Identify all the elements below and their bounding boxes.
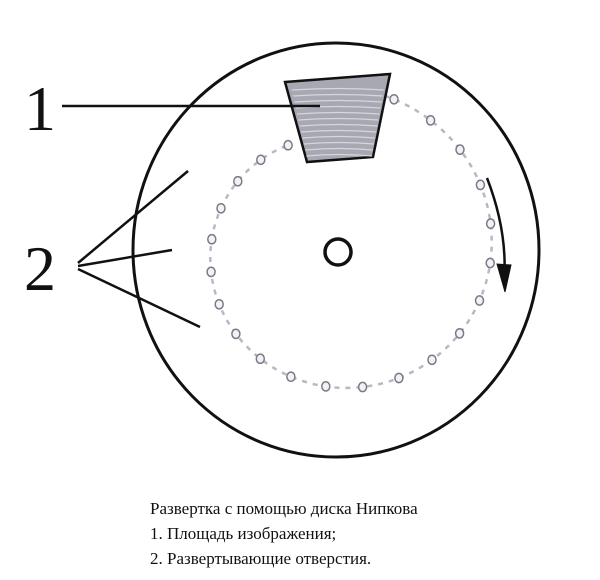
- scanning-hole: [475, 179, 486, 191]
- scanning-hole: [485, 218, 496, 229]
- scanning-hole: [321, 381, 331, 392]
- image-scanline: [306, 153, 373, 157]
- image-scanline: [293, 93, 383, 97]
- image-scanline: [302, 135, 376, 139]
- image-area-scanlines: [291, 87, 384, 157]
- image-scanline: [299, 123, 378, 127]
- rotation-arrow-icon: [485, 177, 512, 293]
- scanning-hole: [425, 115, 436, 126]
- scanning-hole: [216, 202, 226, 214]
- scanning-hole: [255, 353, 266, 365]
- scanning-hole: [206, 266, 216, 278]
- spiral-track: [209, 85, 493, 390]
- scanning-hole: [214, 298, 224, 310]
- image-scanline: [295, 105, 381, 109]
- scanning-hole: [233, 175, 243, 187]
- scanning-hole: [286, 371, 296, 383]
- scanning-hole: [394, 372, 404, 384]
- callout-label-1: 1: [24, 73, 56, 144]
- caption-title: Развертка с помощью диска Нипкова: [150, 499, 418, 518]
- image-scanline: [296, 111, 380, 115]
- scanning-hole: [389, 93, 399, 105]
- scanning-hole: [207, 233, 217, 245]
- scanning-hole: [485, 257, 495, 269]
- scanning-hole: [427, 354, 437, 366]
- center-hub: [323, 237, 353, 267]
- image-scanline: [291, 87, 384, 91]
- image-scanline: [303, 141, 375, 145]
- scanning-hole: [455, 144, 465, 155]
- image-area: [283, 72, 392, 164]
- image-scanline: [298, 117, 379, 121]
- image-scanline: [300, 129, 377, 133]
- callout-label-2: 2: [24, 233, 56, 304]
- caption: Развертка с помощью диска Нипкова 1. Пло…: [150, 496, 590, 571]
- scanning-hole: [231, 328, 241, 340]
- scanning-hole: [256, 154, 266, 166]
- image-scanline: [304, 147, 374, 151]
- nipkow-disk-diagram: 1 2: [24, 41, 541, 459]
- scanning-hole: [357, 381, 368, 393]
- caption-item-2: 2. Развертывающие отверстия.: [150, 549, 372, 568]
- leader-lines-2: [77, 170, 201, 329]
- scanning-hole: [283, 139, 293, 151]
- scanning-hole: [474, 295, 485, 306]
- caption-item-1: 1. Площадь изображения;: [150, 524, 337, 543]
- scanning-holes: [206, 82, 496, 393]
- scanning-hole: [454, 328, 465, 339]
- image-scanline: [294, 99, 382, 103]
